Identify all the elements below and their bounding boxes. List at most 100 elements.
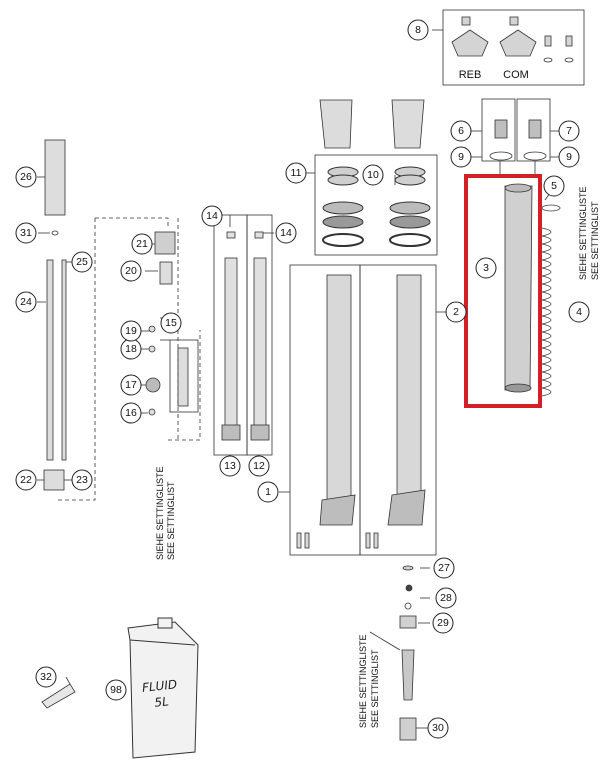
callout-2: 2 (445, 301, 467, 323)
settinglist-en-lower: SEE SETTINGLIST (370, 649, 380, 728)
callout-number: 9 (566, 151, 572, 163)
reb-com-adjusters (451, 16, 574, 63)
callout-number: 15 (165, 317, 177, 329)
callout-number: 20 (125, 265, 137, 277)
lower-parts (399, 565, 417, 741)
callout-number: 2 (453, 306, 459, 318)
callout-31: 31 (15, 222, 37, 244)
callout-29: 29 (432, 612, 454, 634)
callout-number: 10 (367, 169, 379, 181)
callout-number: 22 (20, 474, 32, 486)
callout-number: 12 (253, 460, 265, 472)
callout-number: 14 (280, 227, 292, 239)
callout-22: 22 (15, 469, 37, 491)
callout-number: 4 (576, 306, 582, 318)
part-3-inner-tube (504, 183, 533, 393)
callout-17: 17 (120, 374, 142, 396)
highlight-box-part-3 (464, 174, 542, 408)
callout-9: 9 (450, 146, 472, 168)
callout-12: 12 (248, 455, 270, 477)
callout-number: 17 (125, 379, 137, 391)
callout-1: 1 (257, 481, 279, 503)
callout-8: 8 (407, 19, 429, 41)
guide-lines (37, 9, 585, 729)
callout-number: 11 (291, 167, 302, 179)
callout-26: 26 (15, 166, 37, 188)
can-label-fluid: FLUID (141, 677, 177, 695)
callout-14: 14 (275, 222, 297, 244)
settinglist-de-center: SIEHE SETTINGLISTE (155, 466, 165, 560)
settinglist-en-right: SEE SETTINGLIST (590, 201, 600, 280)
callout-number: 16 (125, 407, 137, 419)
callout-number: 13 (224, 460, 236, 472)
callout-13: 13 (219, 455, 241, 477)
grease-tube (41, 683, 76, 709)
callout-number: 1 (265, 486, 271, 498)
outer-tubes (296, 274, 426, 549)
callout-21: 21 (131, 233, 153, 255)
callout-number: 19 (125, 325, 137, 337)
callout-number: 98 (110, 684, 122, 696)
callout-number: 27 (438, 562, 450, 574)
callout-5: 5 (543, 175, 565, 197)
callout-7: 7 (558, 120, 580, 142)
callout-32: 32 (35, 666, 57, 688)
callout-10: 10 (362, 164, 384, 186)
box-15 (169, 339, 199, 413)
callout-number: 9 (458, 151, 464, 163)
spring-4 (541, 204, 561, 397)
callout-number: 32 (40, 671, 52, 683)
seal-rings (322, 166, 431, 247)
callout-number: 14 (206, 210, 218, 222)
settinglist-en-center: SEE SETTINGLIST (166, 481, 176, 560)
callout-number: 21 (136, 238, 148, 250)
callout-number: 23 (76, 474, 88, 486)
callout-number: 6 (458, 125, 464, 137)
callout-number: 8 (415, 24, 421, 36)
callout-11: 11 (285, 162, 307, 184)
dust-caps (319, 99, 425, 149)
callout-30: 30 (427, 717, 449, 739)
settinglist-de-right: SIEHE SETTINGLISTE (578, 186, 588, 280)
callout-4: 4 (568, 301, 590, 323)
callout-number: 3 (483, 262, 489, 274)
reb-label: REB (459, 69, 482, 81)
callout-28: 28 (435, 587, 457, 609)
callout-19: 19 (120, 320, 142, 342)
box-cartridge-12 (246, 214, 273, 456)
callout-20: 20 (120, 260, 142, 282)
callout-number: 28 (440, 592, 452, 604)
callout-98: 98 (105, 679, 127, 701)
callout-23: 23 (71, 469, 93, 491)
callout-number: 31 (20, 227, 32, 239)
callout-27: 27 (433, 557, 455, 579)
box-right-tube (359, 264, 437, 556)
callout-number: 29 (437, 617, 449, 629)
callout-3: 3 (475, 257, 497, 279)
callout-number: 30 (432, 722, 444, 734)
callout-15: 15 (160, 312, 182, 334)
callout-number: 24 (20, 296, 32, 308)
can-label-volume: 5L (154, 694, 170, 709)
callout-24: 24 (15, 291, 37, 313)
com-label: COM (503, 69, 529, 81)
box-cap-6 (481, 98, 516, 162)
callout-16: 16 (120, 402, 142, 424)
tool-parts (43, 139, 189, 491)
settinglist-de-lower: SIEHE SETTINGLISTE (358, 634, 368, 728)
callout-number: 25 (76, 256, 88, 268)
callout-number: 18 (125, 343, 137, 355)
callout-18: 18 (120, 338, 142, 360)
box-cap-7 (516, 98, 551, 162)
box-8 (442, 9, 585, 86)
callout-number: 26 (20, 171, 32, 183)
callout-25: 25 (71, 251, 93, 273)
fluid-can (127, 617, 199, 759)
callout-number: 5 (551, 180, 557, 192)
cartridges (221, 231, 270, 441)
callout-9: 9 (558, 146, 580, 168)
fork-caps (489, 119, 547, 161)
